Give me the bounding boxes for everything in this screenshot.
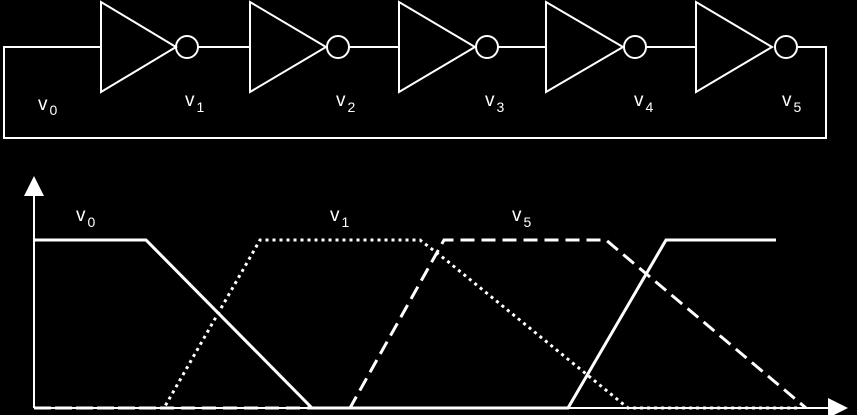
- inverter-4-bubble: [623, 35, 647, 59]
- waveform-v5: [34, 238, 807, 410]
- inverter-5-body: [695, 0, 774, 94]
- inverter-3-bubble: [475, 35, 499, 59]
- inverter-3: [398, 0, 499, 94]
- inverter-2-bubble: [326, 35, 350, 59]
- inverter-4-body: [545, 0, 625, 94]
- inverter-5: [695, 0, 798, 94]
- inverter-3-body: [398, 0, 477, 94]
- waveform-v1: [34, 238, 800, 410]
- inverter-2-body: [249, 0, 328, 94]
- timing-axes: [24, 176, 848, 415]
- inverter-4: [545, 0, 647, 94]
- inverter-5-bubble: [774, 35, 798, 59]
- inverter-2: [249, 0, 350, 94]
- feedback-wire: [3, 46, 827, 139]
- inverter-1-bubble: [175, 35, 199, 59]
- ring-oscillator-circuit: [3, 0, 827, 139]
- waveform-v0: [34, 238, 776, 410]
- waveforms: [34, 238, 807, 410]
- inverter-1: [100, 0, 199, 94]
- inverter-1-body: [100, 0, 178, 94]
